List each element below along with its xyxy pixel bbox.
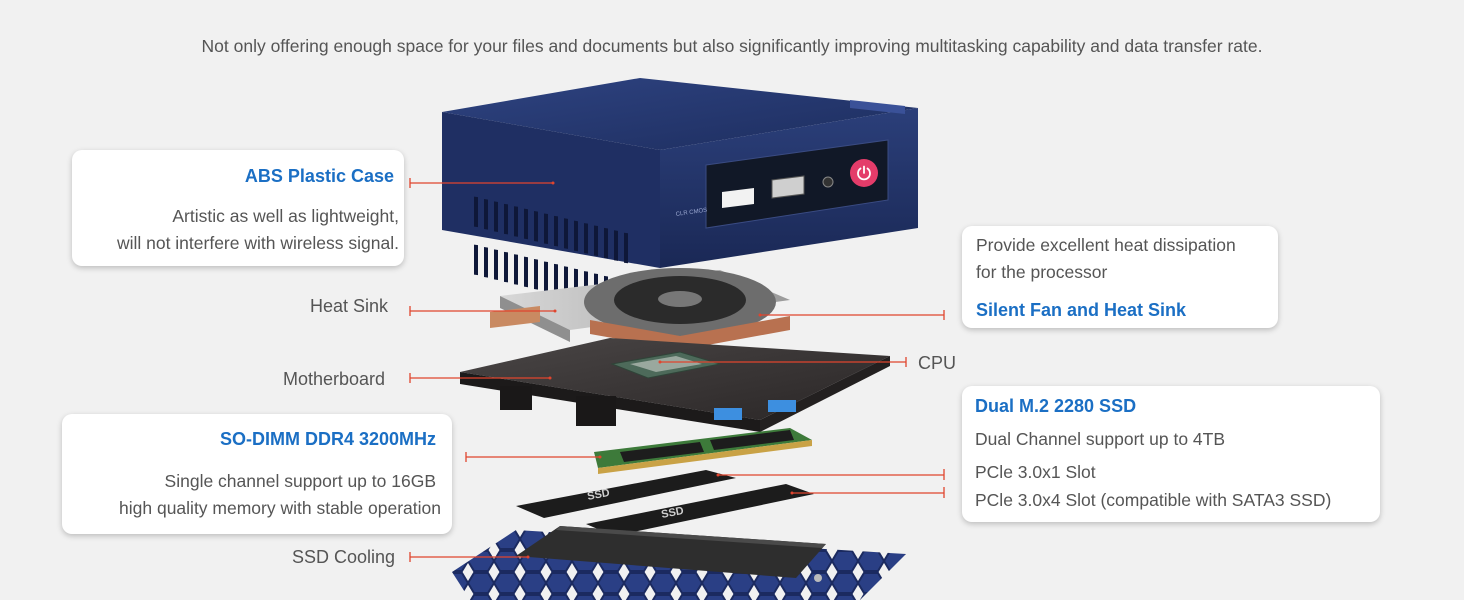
fan-card-line2: for the processor xyxy=(976,262,1108,282)
ssd-module-2: SSD xyxy=(586,484,814,536)
base-plate xyxy=(452,526,906,600)
ssd-card-line3: PCle 3.0x4 Slot (compatible with SATA3 S… xyxy=(975,490,1332,510)
audio-jack xyxy=(822,176,834,188)
case-card-line2: will not interfere with wireless signal. xyxy=(116,233,399,253)
usb-port-2 xyxy=(768,400,796,412)
mini-pc-case: CLR CMOS xyxy=(442,78,918,312)
motherboard-board xyxy=(460,338,890,432)
ssd-card-line1: Dual Channel support up to 4TB xyxy=(975,429,1226,449)
svg-text:SSD: SSD xyxy=(586,487,611,503)
leader-heat-sink xyxy=(409,306,555,316)
ram-card-title: SO-DIMM DDR4 3200MHz xyxy=(219,429,436,449)
case-card-title: ABS Plastic Case xyxy=(244,166,394,186)
fan-card: Provide excellent heat dissipation for t… xyxy=(962,226,1278,328)
ssd-module-1: SSD xyxy=(516,470,736,518)
case-card-line1: Artistic as well as lightweight, xyxy=(172,206,399,226)
leader-ram xyxy=(465,452,600,462)
fan-card-line1: Provide excellent heat dissipation xyxy=(976,235,1236,255)
leader-lines xyxy=(409,178,945,562)
case-card: ABS Plastic Case Artistic as well as lig… xyxy=(72,150,404,266)
tagline: Not only offering enough space for your … xyxy=(201,36,1263,56)
clear-cmos-text: CLR CMOS xyxy=(675,208,707,218)
leader-ssd-1 xyxy=(718,469,945,480)
ram-card: SO-DIMM DDR4 3200MHz Single channel supp… xyxy=(62,414,452,534)
leader-motherboard xyxy=(409,373,550,383)
fan-card-title: Silent Fan and Heat Sink xyxy=(976,300,1187,320)
svg-text:SSD: SSD xyxy=(660,505,685,521)
heat-sink-assembly xyxy=(490,268,790,350)
ssd-card-title: Dual M.2 2280 SSD xyxy=(975,396,1137,416)
leader-cpu xyxy=(660,357,907,367)
usb-a-port xyxy=(771,175,805,199)
leader-case xyxy=(409,178,553,188)
label-cpu: CPU xyxy=(918,353,957,373)
leader-ssd-2 xyxy=(792,487,945,498)
power-icon xyxy=(857,165,871,181)
label-heat-sink: Heat Sink xyxy=(310,296,389,316)
label-ssd-cooling: SSD Cooling xyxy=(292,547,396,567)
leader-ssd-cooling xyxy=(409,552,528,562)
label-motherboard: Motherboard xyxy=(283,369,386,389)
usb-c-port xyxy=(722,188,754,208)
ram-card-line2: high quality memory with stable operatio… xyxy=(119,498,441,518)
ram-module xyxy=(594,428,812,474)
ssd-card-line2: PCle 3.0x1 Slot xyxy=(975,462,1096,482)
ssd-card: Dual M.2 2280 SSD Dual Channel support u… xyxy=(962,386,1380,522)
usb-port-1 xyxy=(714,408,742,420)
leader-fan xyxy=(760,310,945,320)
ram-card-line1: Single channel support up to 16GB xyxy=(164,471,436,491)
